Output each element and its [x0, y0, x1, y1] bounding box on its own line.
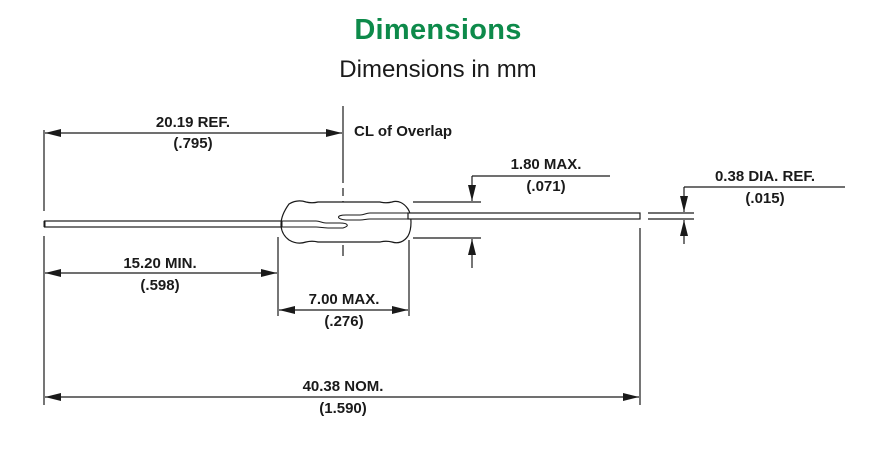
body-diameter-inch: (.071)	[526, 178, 565, 195]
ref-length-inch: (.795)	[173, 135, 212, 152]
page-title: Dimensions	[354, 14, 522, 46]
centerline-label: CL of Overlap	[354, 123, 452, 140]
ref-length-value: 20.19 REF.	[156, 114, 230, 131]
body-diameter-value: 1.80 MAX.	[511, 156, 582, 173]
right-lead-wire	[407, 212, 641, 220]
body-length-value: 7.00 MAX.	[309, 291, 380, 308]
page-subtitle: Dimensions in mm	[339, 56, 537, 83]
lead-diameter-inch: (.015)	[745, 190, 784, 207]
glass-envelope	[280, 200, 412, 244]
overall-length-value: 40.38 NOM.	[303, 378, 384, 395]
dimension-overall-length: 40.38 NOM. (1.590)	[45, 378, 639, 417]
dimension-body-length: 7.00 MAX. (.276)	[279, 291, 408, 330]
reed-blades	[281, 212, 409, 229]
dimension-body-diameter	[413, 175, 610, 268]
lead-diameter-value: 0.38 DIA. REF.	[715, 168, 815, 185]
body-length-inch: (.276)	[324, 313, 363, 330]
left-lead-wire	[43, 220, 284, 228]
lead-break-lines	[648, 212, 694, 220]
body-extension-lines	[277, 237, 410, 316]
lead-min-value: 15.20 MIN.	[123, 255, 196, 272]
dimension-lead-diameter	[680, 186, 845, 244]
overall-length-inch: (1.590)	[319, 400, 367, 417]
dimension-ref-length: 20.19 REF. (.795)	[45, 114, 342, 152]
lead-min-inch: (.598)	[140, 277, 179, 294]
dimension-lead-min: 15.20 MIN. (.598)	[45, 255, 277, 294]
